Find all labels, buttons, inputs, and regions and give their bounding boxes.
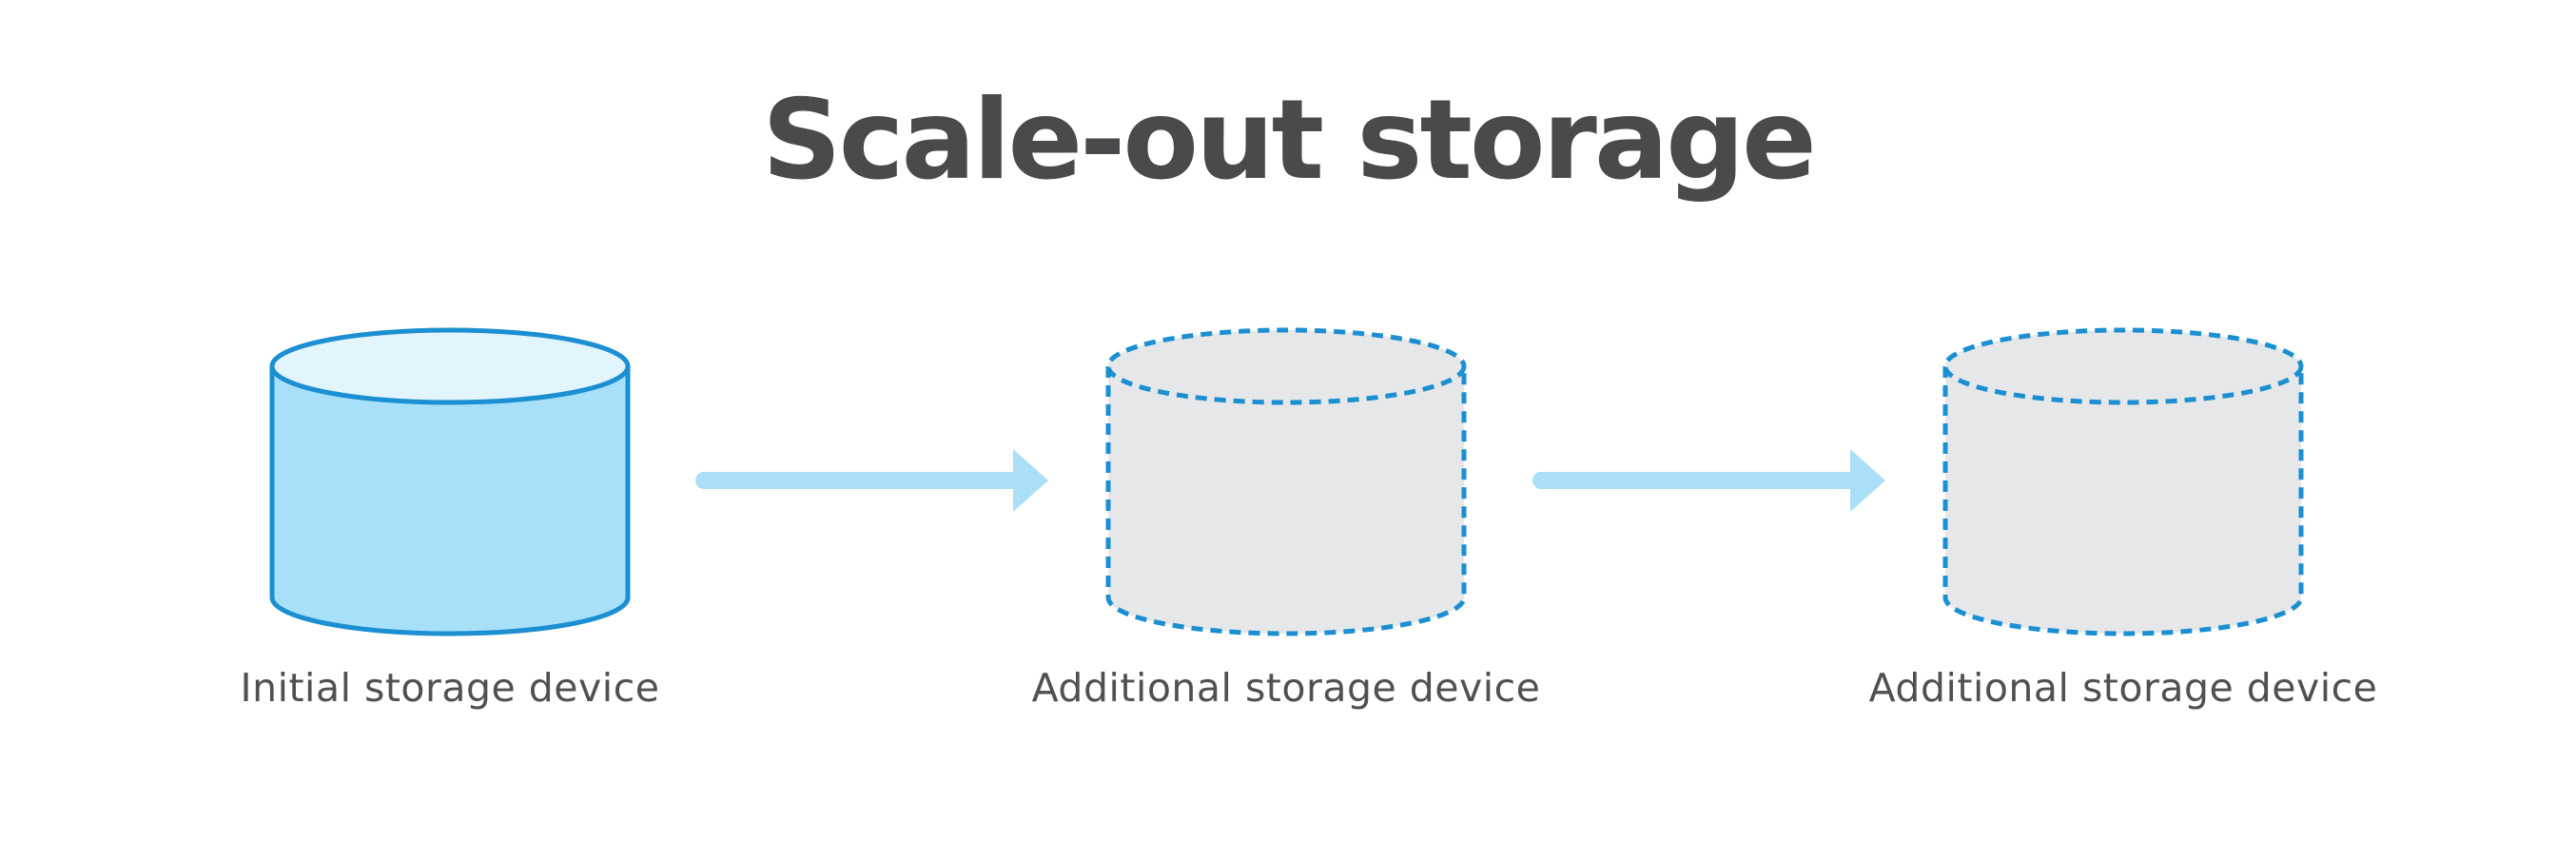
scale-arrow-icon xyxy=(1532,449,1885,512)
device-label: Additional storage device xyxy=(1032,665,1541,711)
cylinder-top xyxy=(269,327,631,405)
additional-storage-device-icon xyxy=(1942,327,2304,636)
device-label: Additional storage device xyxy=(1869,665,2378,711)
cylinder-body xyxy=(269,363,631,636)
cylinder-body xyxy=(1105,363,1467,636)
cylinder-top xyxy=(1942,327,2304,405)
initial-storage-device-icon xyxy=(269,327,631,636)
cylinder-body xyxy=(1942,363,2304,636)
device-label: Initial storage device xyxy=(241,665,660,711)
cylinder-top xyxy=(1105,327,1467,405)
scale-arrow-icon xyxy=(695,449,1048,512)
diagram-title: Scale-out storage xyxy=(762,76,1817,205)
additional-storage-device-icon xyxy=(1105,327,1467,636)
